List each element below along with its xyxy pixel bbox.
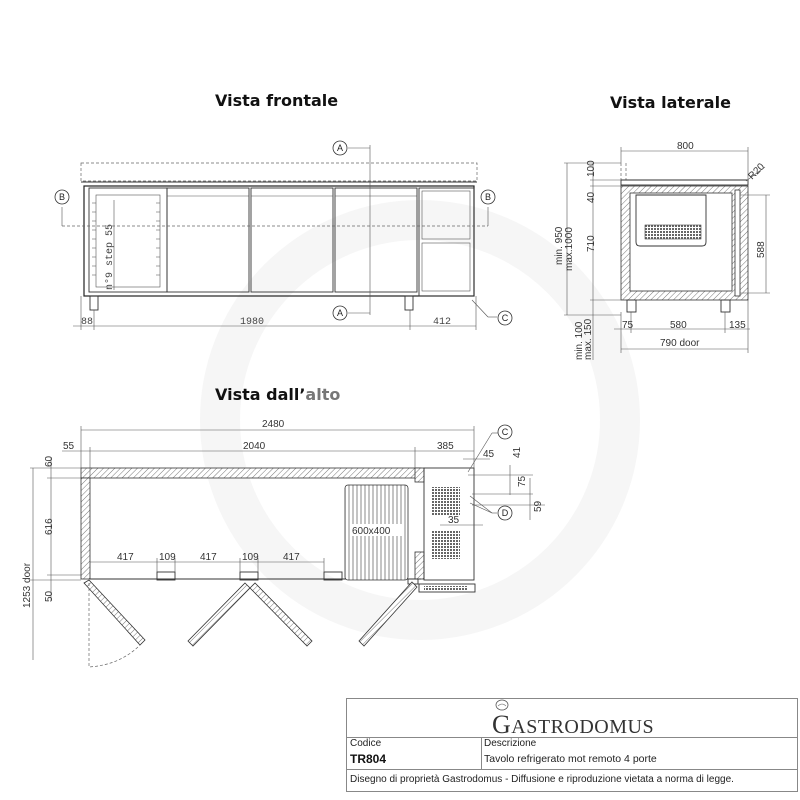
shelf-ticks: [92, 202, 160, 276]
brand-logo: GASTRODOMUS: [347, 699, 797, 739]
dim-total-min: min. 950: [554, 226, 565, 265]
section-marker-d: [497, 505, 513, 521]
dim-door1: 417: [117, 552, 134, 563]
top-view: Vista dall’alto 600x400: [22, 385, 545, 668]
brand-name: GASTRODOMUS: [492, 710, 655, 739]
svg-text:A: A: [337, 308, 343, 318]
dim-412: 412: [433, 317, 451, 328]
dim-mullion1: 109: [159, 552, 176, 563]
dim-60: 60: [44, 455, 55, 467]
section-marker-a-top: [332, 140, 348, 156]
svg-text:B: B: [485, 192, 491, 202]
svg-text:C: C: [502, 427, 509, 437]
title-block: GASTRODOMUS Codice TR804 Descrizione Tav…: [346, 698, 798, 792]
copyright-notice: Disegno di proprietà Gastrodomus - Diffu…: [350, 774, 734, 785]
svg-text:A: A: [337, 143, 343, 153]
shelf-note: n°9 step 55: [104, 224, 116, 290]
dim-45: 45: [483, 449, 495, 460]
dim-800: 800: [677, 141, 694, 152]
description-value: Tavolo refrigerato mot remoto 4 porte: [484, 753, 657, 765]
tray-size: 600x400: [352, 526, 391, 537]
front-view: Vista frontale n°9 step 55: [54, 91, 513, 330]
description-label: Descrizione: [484, 738, 537, 749]
section-marker-b-right: [480, 189, 496, 205]
dim-50: 50: [44, 590, 55, 602]
dim-135: 135: [729, 320, 746, 331]
code-cell: Codice TR804: [347, 737, 482, 770]
dim-385: 385: [437, 441, 454, 452]
dim-feet-max: max. 150: [583, 318, 594, 360]
dim-41: 41: [512, 446, 523, 458]
side-view-title: Vista laterale: [610, 93, 731, 112]
dim-580: 580: [670, 320, 687, 331]
dim-75: 75: [622, 320, 634, 331]
dim-1253-door: 1253 door: [22, 562, 33, 608]
svg-text:C: C: [502, 313, 509, 323]
dim-710: 710: [586, 235, 597, 252]
section-marker-c-top: [497, 424, 513, 440]
dim-feet-min: min. 100: [574, 321, 585, 360]
code-label: Codice: [350, 738, 382, 749]
dim-588: 588: [756, 241, 767, 258]
dim-790-door: 790 door: [660, 338, 700, 349]
dim-616: 616: [44, 518, 55, 535]
dim-55: 55: [63, 441, 75, 452]
description-cell: Descrizione Tavolo refrigerato mot remot…: [481, 737, 797, 770]
dim-door2: 417: [200, 552, 217, 563]
chef-hat-icon: [495, 699, 509, 711]
top-view-title: Vista dall’alto: [215, 385, 340, 404]
dim-75-top: 75: [517, 475, 528, 487]
dim-35: 35: [448, 515, 460, 526]
dim-40: 40: [586, 191, 597, 203]
section-marker-b-left: [54, 189, 70, 205]
dim-100-top: 100: [586, 160, 597, 177]
dim-2040: 2040: [243, 441, 266, 452]
dim-total-max: max.1000: [564, 227, 575, 271]
dim-2480: 2480: [262, 419, 285, 430]
section-marker-c: [497, 310, 513, 326]
dim-1980: 1980: [240, 317, 264, 328]
dim-door3: 417: [283, 552, 300, 563]
dim-r20: R20: [746, 161, 767, 182]
dim-88: 88: [81, 317, 93, 328]
svg-text:D: D: [502, 508, 509, 518]
section-marker-a-bottom: [332, 305, 348, 321]
watermark-logo: [200, 200, 640, 640]
front-view-title: Vista frontale: [215, 91, 338, 110]
code-value: TR804: [350, 752, 387, 766]
dim-mullion2: 109: [242, 552, 259, 563]
svg-text:B: B: [59, 192, 65, 202]
dim-59: 59: [533, 500, 544, 512]
side-view: Vista laterale 800 R20 min. 950 max.1000: [554, 93, 770, 360]
